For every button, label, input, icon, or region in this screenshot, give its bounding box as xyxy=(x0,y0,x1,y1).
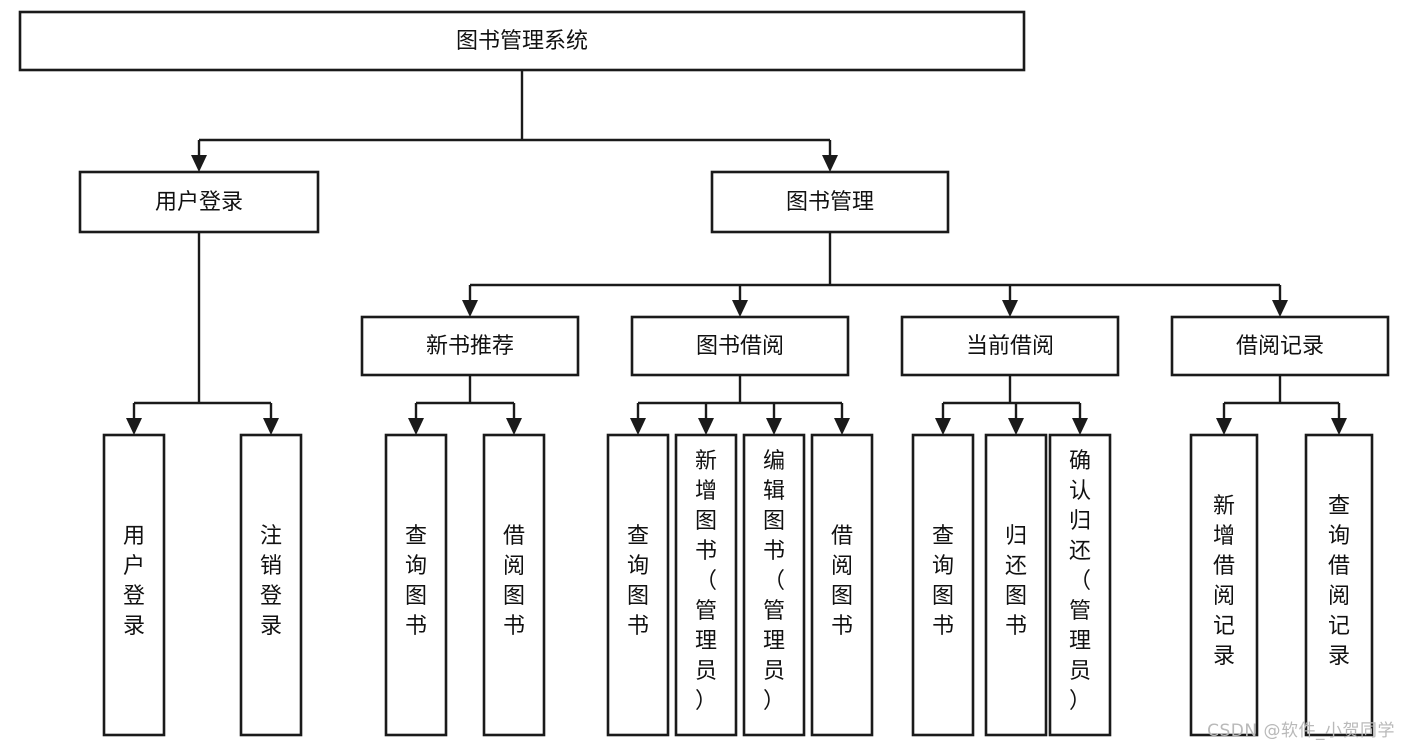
node-root[interactable]: 图书管理系统 xyxy=(18,10,1026,72)
edge-arrowhead xyxy=(1002,300,1018,317)
node-box-leaf-query-borrow-record xyxy=(1304,433,1374,737)
node-box-new-book-recommend xyxy=(360,315,580,377)
node-label-leaf-confirm-return-admin: 确认归还（管理员） xyxy=(1069,449,1091,714)
edge-arrowhead xyxy=(630,418,646,435)
node-box-leaf-borrow-book xyxy=(810,433,874,737)
node-box-leaf-confirm-return-admin xyxy=(1048,433,1112,737)
edge-group-root xyxy=(191,70,838,172)
edge-arrowhead xyxy=(1331,418,1347,435)
node-label-leaf-borrow-book-recommend: 借阅图书 xyxy=(503,524,525,639)
edge-arrowhead xyxy=(263,418,279,435)
edge-arrowhead xyxy=(698,418,714,435)
node-leaf-borrow-book-recommend[interactable]: 借阅图书 xyxy=(482,433,546,737)
node-label-leaf-logout: 注销登录 xyxy=(260,524,282,639)
node-leaf-query-borrow-record[interactable]: 查询借阅记录 xyxy=(1304,433,1374,737)
edge-group-borrow-record xyxy=(1216,375,1347,435)
node-label-leaf-query-book-current: 查询图书 xyxy=(932,524,954,639)
edge-arrowhead xyxy=(126,418,142,435)
edge-arrowhead xyxy=(1216,418,1232,435)
node-box-borrow-record xyxy=(1170,315,1390,377)
edge-arrowhead xyxy=(191,155,207,172)
node-leaf-query-book-borrow[interactable]: 查询图书 xyxy=(606,433,670,737)
node-leaf-user-login[interactable]: 用户登录 xyxy=(102,433,166,737)
edge-arrowhead xyxy=(834,418,850,435)
node-box-leaf-logout xyxy=(239,433,303,737)
node-label-current-borrow: 当前借阅 xyxy=(966,334,1054,359)
edge-arrowhead xyxy=(408,418,424,435)
node-label-book-borrow: 图书借阅 xyxy=(696,334,784,359)
node-box-leaf-user-login xyxy=(102,433,166,737)
node-label-user-login: 用户登录 xyxy=(155,190,243,215)
edge-group-user-login xyxy=(126,232,279,435)
node-leaf-edit-book-admin[interactable]: 编辑图书（管理员） xyxy=(742,433,806,737)
node-label-leaf-query-book-borrow: 查询图书 xyxy=(627,524,649,639)
edge-arrowhead xyxy=(766,418,782,435)
node-label-leaf-add-borrow-record: 新增借阅记录 xyxy=(1213,494,1235,669)
node-box-leaf-add-book-admin xyxy=(674,433,738,737)
edge-group-current-borrow xyxy=(935,375,1088,435)
node-box-leaf-add-borrow-record xyxy=(1189,433,1259,737)
edges-layer xyxy=(126,70,1347,435)
node-label-root: 图书管理系统 xyxy=(456,29,588,54)
edge-arrowhead xyxy=(935,418,951,435)
node-current-borrow[interactable]: 当前借阅 xyxy=(900,315,1120,377)
edge-arrowhead xyxy=(822,155,838,172)
nodes-layer: 图书管理系统用户登录图书管理新书推荐图书借阅当前借阅借阅记录用户登录注销登录查询… xyxy=(18,10,1390,737)
node-label-leaf-query-borrow-record: 查询借阅记录 xyxy=(1328,494,1350,669)
node-leaf-logout[interactable]: 注销登录 xyxy=(239,433,303,737)
node-label-new-book-recommend: 新书推荐 xyxy=(426,334,514,359)
node-label-leaf-borrow-book: 借阅图书 xyxy=(831,524,853,639)
node-new-book-recommend[interactable]: 新书推荐 xyxy=(360,315,580,377)
node-box-root xyxy=(18,10,1026,72)
node-leaf-add-borrow-record[interactable]: 新增借阅记录 xyxy=(1189,433,1259,737)
node-box-user-login xyxy=(78,170,320,234)
node-box-current-borrow xyxy=(900,315,1120,377)
node-box-book-manage xyxy=(710,170,950,234)
node-box-leaf-query-book-borrow xyxy=(606,433,670,737)
node-label-leaf-return-book: 归还图书 xyxy=(1005,524,1027,639)
node-label-leaf-query-book-recommend: 查询图书 xyxy=(405,524,427,639)
node-leaf-borrow-book[interactable]: 借阅图书 xyxy=(810,433,874,737)
node-label-leaf-edit-book-admin: 编辑图书（管理员） xyxy=(763,449,785,714)
node-borrow-record[interactable]: 借阅记录 xyxy=(1170,315,1390,377)
node-label-leaf-add-book-admin: 新增图书（管理员） xyxy=(695,449,717,714)
node-leaf-confirm-return-admin[interactable]: 确认归还（管理员） xyxy=(1048,433,1112,737)
edge-arrowhead xyxy=(506,418,522,435)
node-user-login[interactable]: 用户登录 xyxy=(78,170,320,234)
edge-group-book-manage xyxy=(462,232,1288,317)
node-box-leaf-borrow-book-recommend xyxy=(482,433,546,737)
edge-group-new-book-recommend xyxy=(408,375,522,435)
node-box-leaf-query-book-current xyxy=(911,433,975,737)
node-box-leaf-query-book-recommend xyxy=(384,433,448,737)
edge-arrowhead xyxy=(1272,300,1288,317)
node-leaf-add-book-admin[interactable]: 新增图书（管理员） xyxy=(674,433,738,737)
node-box-leaf-edit-book-admin xyxy=(742,433,806,737)
edge-arrowhead xyxy=(1008,418,1024,435)
node-box-leaf-return-book xyxy=(984,433,1048,737)
node-label-borrow-record: 借阅记录 xyxy=(1236,334,1324,359)
node-book-borrow[interactable]: 图书借阅 xyxy=(630,315,850,377)
node-book-manage[interactable]: 图书管理 xyxy=(710,170,950,234)
node-box-book-borrow xyxy=(630,315,850,377)
edge-arrowhead xyxy=(462,300,478,317)
edge-arrowhead xyxy=(732,300,748,317)
node-label-book-manage: 图书管理 xyxy=(786,190,874,215)
edge-arrowhead xyxy=(1072,418,1088,435)
node-label-leaf-user-login: 用户登录 xyxy=(123,524,145,639)
edge-group-book-borrow xyxy=(630,375,850,435)
node-leaf-query-book-recommend[interactable]: 查询图书 xyxy=(384,433,448,737)
node-leaf-return-book[interactable]: 归还图书 xyxy=(984,433,1048,737)
node-leaf-query-book-current[interactable]: 查询图书 xyxy=(911,433,975,737)
